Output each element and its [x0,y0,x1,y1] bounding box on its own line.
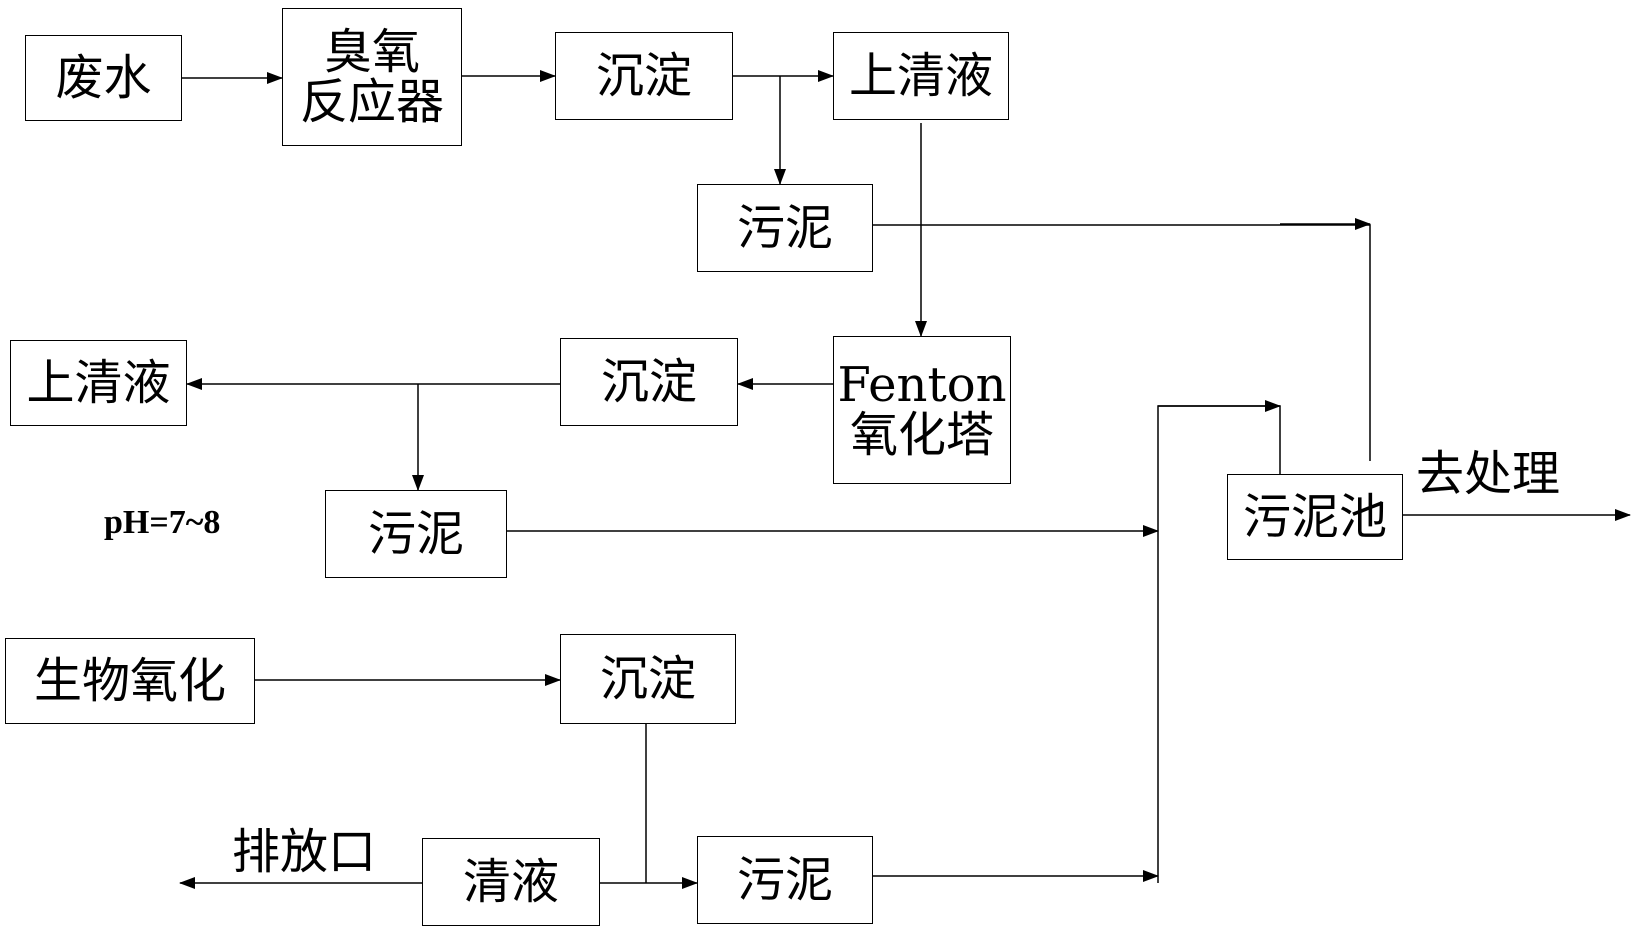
node-fenton-tower: Fenton 氧化塔 [833,336,1011,484]
node-settling-1-label: 沉淀 [595,47,692,104]
node-bio-oxidation: 生物氧化 [5,638,255,724]
node-wastewater: 废水 [25,35,182,121]
node-sludge-3: 污泥 [697,836,873,924]
ph-annotation: pH=7~8 [104,504,221,541]
node-supernatant-2: 上清液 [10,340,187,426]
node-sludge-2: 污泥 [325,490,507,578]
node-ozone-reactor: 臭氧 反应器 [282,8,462,146]
node-supernatant-1: 上清液 [833,32,1009,120]
node-ozone-line2: 反应器 [299,74,444,130]
label-outlet: 排放口 [232,824,377,880]
node-supernatant-1-label: 上清液 [848,47,993,104]
node-settling-3: 沉淀 [560,634,736,724]
node-fenton-line1: Fenton [837,356,1007,413]
node-supernatant-2-label: 上清液 [26,354,171,411]
node-wastewater-label: 废水 [55,49,152,106]
node-settling-1: 沉淀 [555,32,733,120]
label-to-treatment: 去处理 [1416,446,1561,502]
node-sludge-tank-label: 污泥池 [1242,488,1387,545]
node-settling-2-label: 沉淀 [600,353,697,410]
node-ozone-line1: 臭氧 [323,23,420,80]
node-bio-oxidation-label: 生物氧化 [33,652,226,709]
node-sludge-tank: 污泥池 [1227,474,1403,560]
node-sludge-2-label: 污泥 [367,505,464,562]
node-clear-liquid: 清液 [422,838,600,926]
node-sludge-1-label: 污泥 [736,199,833,256]
node-settling-2: 沉淀 [560,338,738,426]
node-settling-3-label: 沉淀 [599,650,696,707]
node-sludge-1: 污泥 [697,184,873,272]
node-fenton-line2: 氧化塔 [849,407,994,463]
node-sludge-3-label: 污泥 [736,851,833,908]
node-clear-liquid-label: 清液 [462,853,559,910]
